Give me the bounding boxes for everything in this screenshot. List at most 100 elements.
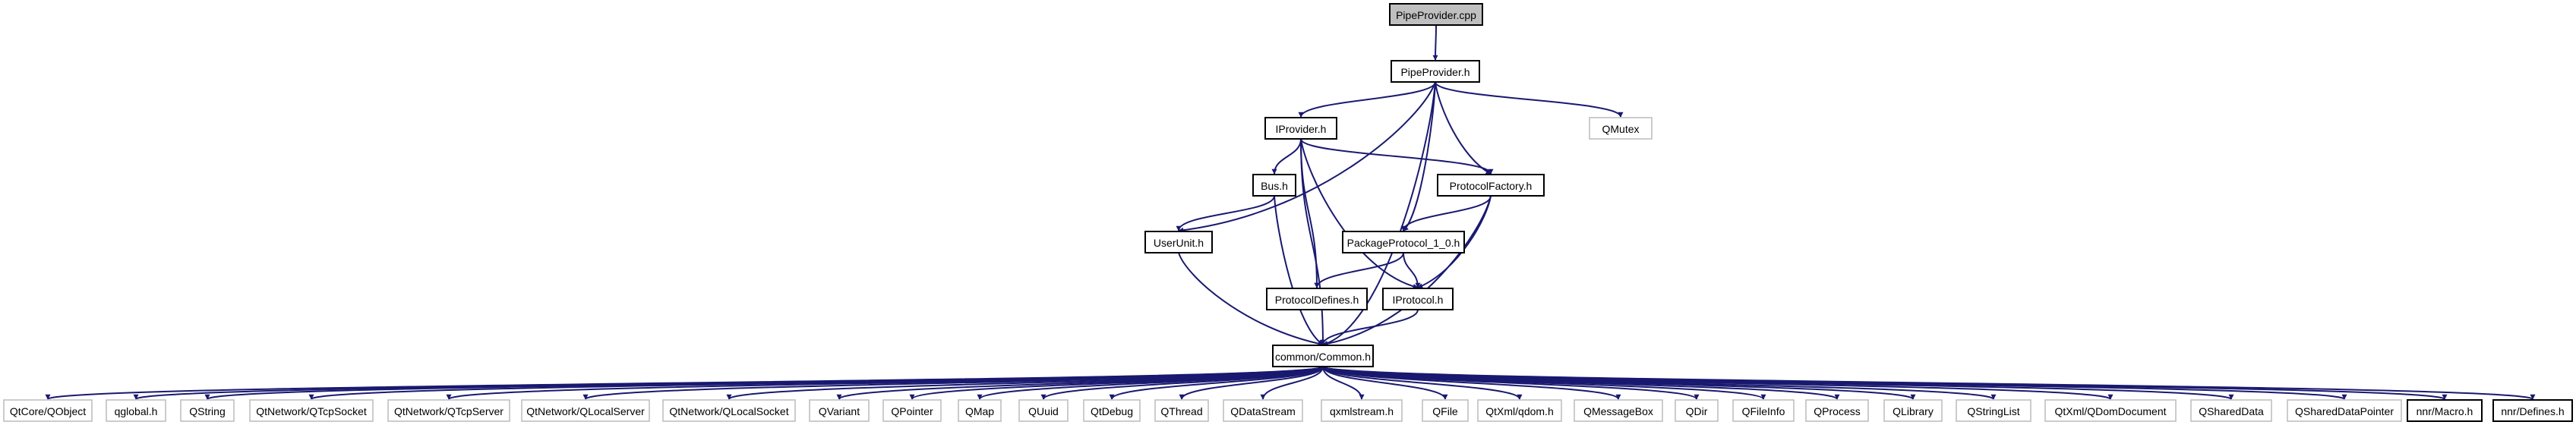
node-box: [1956, 399, 2031, 422]
node-qtdebug[interactable]: QtDebug: [1083, 399, 1141, 422]
node-qdomdocument[interactable]: QtXml/QDomDocument: [2044, 399, 2177, 422]
node-qshareddata[interactable]: QSharedData: [2190, 399, 2272, 422]
node-qpointer[interactable]: QPointer: [882, 399, 942, 422]
node-common-h[interactable]: common/Common.h: [1272, 345, 1374, 367]
node-box: [1252, 174, 1296, 197]
edge-userunit_h-to-common_h: [1178, 252, 1324, 347]
node-box: [1675, 399, 1719, 422]
node-qvariant[interactable]: QVariant: [809, 399, 870, 422]
node-qdatastream[interactable]: QDataStream: [1223, 399, 1303, 422]
node-iprovider-h[interactable]: IProvider.h: [1264, 117, 1337, 140]
edge-iprovider_h-to-bus_h: [1271, 138, 1302, 175]
node-box: [521, 399, 650, 422]
node-box: [1883, 399, 1943, 422]
node-protocolfactory-h[interactable]: ProtocolFactory.h: [1437, 174, 1545, 197]
node-iprotocol-h[interactable]: IProtocol.h: [1382, 288, 1454, 310]
node-label: QMap: [965, 405, 994, 417]
node-box: [2190, 399, 2272, 422]
node-qprocess[interactable]: QProcess: [1805, 399, 1869, 422]
node-label: UserUnit.h: [1154, 237, 1204, 249]
node-qglobal-h[interactable]: qglobal.h: [106, 399, 166, 422]
node-box: [1272, 345, 1374, 367]
node-label: PipeProvider.h: [1400, 66, 1470, 78]
node-qshareddatapointer[interactable]: QSharedDataPointer: [2287, 399, 2402, 422]
node-qthread[interactable]: QThread: [1154, 399, 1209, 422]
node-box: [1266, 288, 1368, 310]
node-label: nnr/Macro.h: [2417, 405, 2473, 417]
node-label: QtNetwork/QTcpSocket: [256, 405, 367, 417]
node-root: PipeProvider.cpp: [1389, 3, 1483, 26]
node-box: [3, 399, 93, 422]
node-qmessagebox[interactable]: QMessageBox: [1574, 399, 1663, 422]
node-qmap[interactable]: QMap: [958, 399, 1002, 422]
node-box: [2287, 399, 2402, 422]
node-label: IProvider.h: [1276, 123, 1327, 135]
node-box: [2407, 399, 2483, 422]
node-box: [249, 399, 374, 422]
node-quuid[interactable]: QUuid: [1018, 399, 1069, 422]
node-label: QStringList: [1967, 405, 2019, 417]
node-box: [387, 399, 510, 422]
node-box: [1477, 399, 1562, 422]
node-qtcpsocket[interactable]: QtNetwork/QTcpSocket: [249, 399, 374, 422]
node-box: [1589, 117, 1653, 140]
nodes-layer: PipeProvider.cppPipeProvider.hIProvider.…: [3, 3, 2573, 422]
node-qfileinfo[interactable]: QFileInfo: [1732, 399, 1795, 422]
node-box: [1574, 399, 1663, 422]
node-box: [662, 399, 796, 422]
node-box: [1154, 399, 1209, 422]
node-pipeprovider-h[interactable]: PipeProvider.h: [1391, 60, 1480, 83]
node-qlocalsocket[interactable]: QtNetwork/QLocalSocket: [662, 399, 796, 422]
node-box: [1389, 3, 1483, 26]
node-box: [1732, 399, 1795, 422]
node-qfile[interactable]: QFile: [1422, 399, 1469, 422]
node-label: QMessageBox: [1583, 405, 1653, 417]
node-qmutex[interactable]: QMutex: [1589, 117, 1653, 140]
node-label: IProtocol.h: [1393, 294, 1444, 306]
edge-common_h-to-qxmlstream_h: [1322, 366, 1365, 400]
node-nnr-macro-h[interactable]: nnr/Macro.h: [2407, 399, 2483, 422]
edge-iprovider_h-to-common_h: [1300, 138, 1326, 345]
node-qdom-h[interactable]: QtXml/qdom.h: [1477, 399, 1562, 422]
node-qtcpserver[interactable]: QtNetwork/QTcpServer: [387, 399, 510, 422]
node-userunit-h[interactable]: UserUnit.h: [1144, 231, 1213, 253]
node-label: ProtocolFactory.h: [1450, 180, 1533, 192]
node-packageprotocol-h[interactable]: PackageProtocol_1_0.h: [1342, 231, 1465, 253]
node-label: PackageProtocol_1_0.h: [1347, 237, 1460, 249]
node-box: [1083, 399, 1141, 422]
edge-root-to-pipeprovider_h: [1432, 24, 1438, 61]
node-qlibrary[interactable]: QLibrary: [1883, 399, 1943, 422]
node-protocoldefines-h[interactable]: ProtocolDefines.h: [1266, 288, 1368, 310]
node-box: [1321, 399, 1403, 422]
edge-packageprotocol_h-to-protocoldefines_h: [1314, 252, 1404, 288]
node-qxmlstream-h[interactable]: qxmlstream.h: [1321, 399, 1403, 422]
node-label: QSharedDataPointer: [2295, 405, 2394, 417]
node-nnr-defines-h[interactable]: nnr/Defines.h: [2492, 399, 2573, 422]
node-label: QPointer: [891, 405, 933, 417]
node-label: QFile: [1432, 405, 1458, 417]
node-label: common/Common.h: [1275, 351, 1371, 363]
node-qtcore-qobject[interactable]: QtCore/QObject: [3, 399, 93, 422]
edge-common_h-to-qfile: [1322, 366, 1448, 400]
node-qlocalserver[interactable]: QtNetwork/QLocalServer: [521, 399, 650, 422]
node-label: QUuid: [1028, 405, 1059, 417]
node-box: [958, 399, 1002, 422]
node-label: ProtocolDefines.h: [1275, 294, 1359, 306]
node-bus-h[interactable]: Bus.h: [1252, 174, 1296, 197]
node-qdir[interactable]: QDir: [1675, 399, 1719, 422]
edge-common_h-to-nnr_defines_h: [1322, 366, 2536, 400]
node-label: QThread: [1160, 405, 1202, 417]
node-box: [180, 399, 235, 422]
node-box: [2044, 399, 2177, 422]
edge-iprovider_h-to-iprotocol_h: [1300, 138, 1419, 289]
node-qstringlist[interactable]: QStringList: [1956, 399, 2031, 422]
node-label: nnr/Defines.h: [2501, 405, 2564, 417]
edge-pipeprovider_h-to-qmutex: [1435, 81, 1624, 118]
edge-common_h-to-qthread: [1179, 366, 1324, 400]
node-box: [1391, 60, 1480, 83]
node-box: [2492, 399, 2573, 422]
node-label: QtNetwork/QLocalSocket: [669, 405, 788, 417]
edge-pipeprovider_h-to-userunit_h: [1178, 81, 1436, 233]
node-qstring[interactable]: QString: [180, 399, 235, 422]
